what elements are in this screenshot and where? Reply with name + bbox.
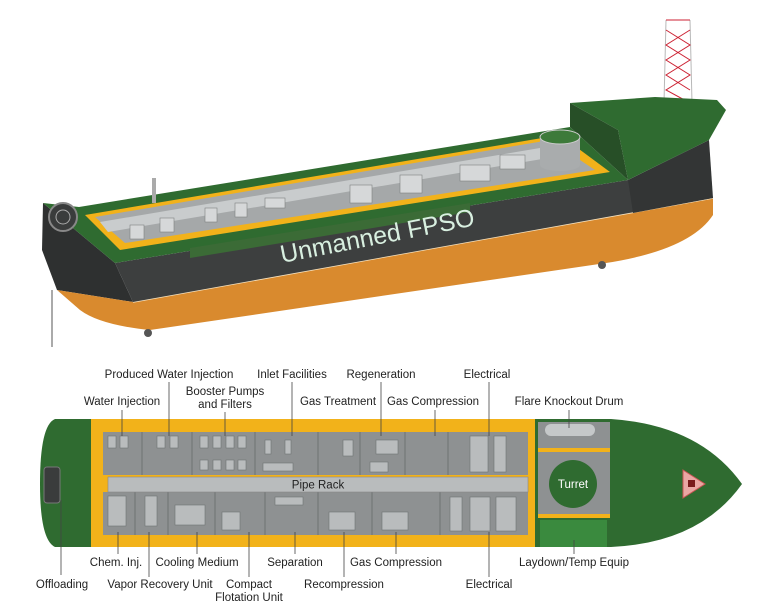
label-separation: Separation xyxy=(267,557,323,569)
upper-module-row xyxy=(103,432,528,475)
label-flotation-unit: Flotation Unit xyxy=(215,592,283,604)
label-chem-inj: Chem. Inj. xyxy=(89,557,143,569)
label-cooling-medium: Cooling Medium xyxy=(155,557,239,569)
label-gas-treatment: Gas Treatment xyxy=(299,396,377,408)
thruster-icon xyxy=(144,261,606,337)
label-vapor-recovery-unit: Vapor Recovery Unit xyxy=(107,579,213,591)
label-flare-knockout-drum: Flare Knockout Drum xyxy=(514,396,624,408)
hull-side xyxy=(115,180,713,302)
laydown-area xyxy=(540,520,607,547)
label-recompression: Recompression xyxy=(304,579,384,591)
label-laydown-temp-equip: Laydown/Temp Equip xyxy=(519,557,629,569)
label-and-filters: and Filters xyxy=(198,399,252,411)
helideck-marker-icon xyxy=(682,469,706,499)
flare-tower-icon xyxy=(663,19,693,104)
label-offloading: Offloading xyxy=(35,579,89,591)
label-water-injection: Water Injection xyxy=(83,396,161,408)
turret xyxy=(549,460,597,508)
turret-label: Turret xyxy=(558,479,589,491)
label-gas-compression-top: Gas Compression xyxy=(386,396,480,408)
label-regeneration: Regeneration xyxy=(346,369,416,381)
lower-hull xyxy=(57,198,713,330)
pipe-rack-label: Pipe Rack xyxy=(292,480,345,492)
label-inlet-facilities: Inlet Facilities xyxy=(257,369,327,381)
label-compact: Compact xyxy=(225,579,273,591)
storage-tank xyxy=(539,129,581,171)
leader-lines xyxy=(60,382,575,577)
label-electrical-top: Electrical xyxy=(463,369,511,381)
plan-deck xyxy=(91,419,535,547)
offloading-reel-icon xyxy=(48,202,78,347)
label-gas-compression-bottom: Gas Compression xyxy=(349,557,443,569)
plan-hull xyxy=(40,419,742,547)
lower-module-row xyxy=(103,492,528,535)
ship-3d-illustration: Unmanned FPSO xyxy=(42,19,726,347)
forecastle-deck xyxy=(570,97,726,180)
offloading-reel xyxy=(43,466,61,504)
pipe-rack xyxy=(107,476,529,493)
turret-area xyxy=(538,422,610,518)
flare-knockout-drum xyxy=(545,424,595,436)
label-booster-pumps: Booster Pumps xyxy=(185,386,265,398)
label-electrical-bottom: Electrical xyxy=(465,579,513,591)
label-produced-water-injection: Produced Water Injection xyxy=(104,369,234,381)
